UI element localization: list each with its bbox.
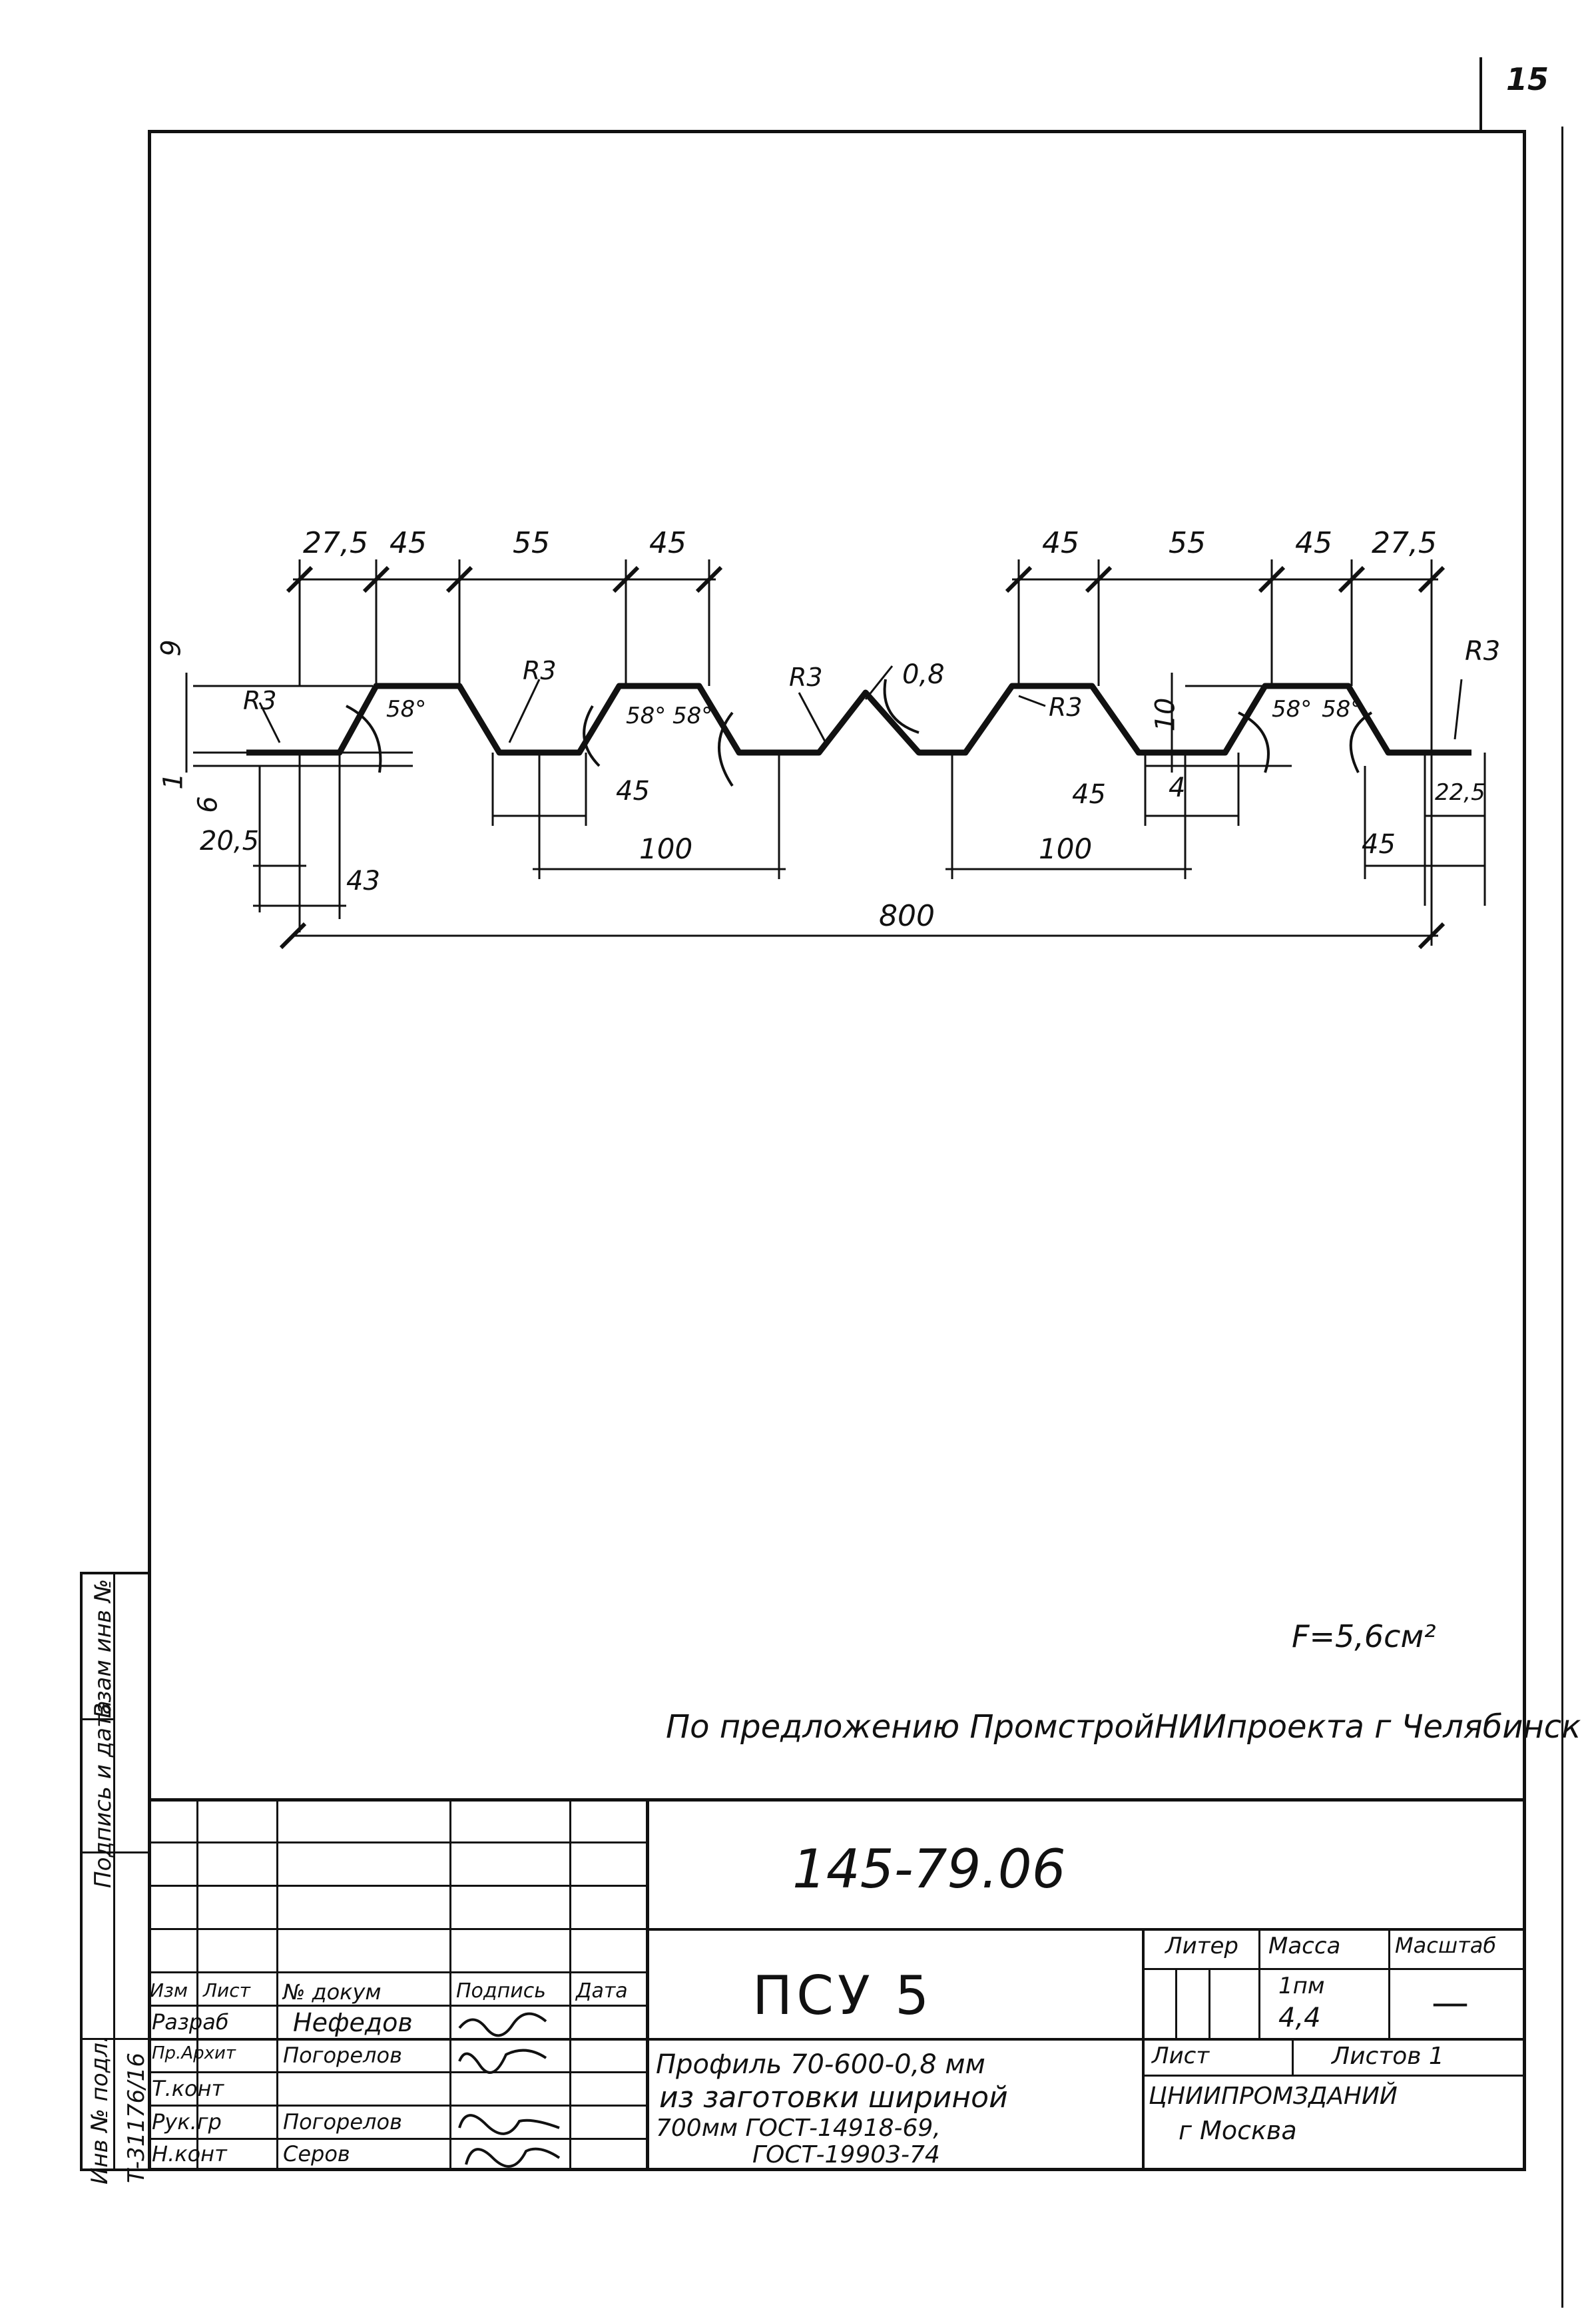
dim-left-edge: 20,5 <box>200 826 260 856</box>
angle-label-4: 58° <box>1272 696 1312 723</box>
dim-top-right-4: 27,5 <box>1372 526 1437 560</box>
dim-top-left-4: 45 <box>649 526 686 560</box>
dim-right-45b: 45 <box>1362 829 1396 860</box>
description-line-1: Профиль 70-600-0,8 мм <box>656 2049 985 2080</box>
title-block <box>148 1798 1526 2171</box>
profile-outline <box>246 683 1471 756</box>
role-4: Рук.гр <box>152 2109 222 2135</box>
role-5: Н.конт <box>152 2141 227 2166</box>
drawing-frame <box>148 130 1526 2171</box>
angle-label-3: 58° <box>672 703 713 729</box>
radius-label-4: R3 <box>1049 693 1083 722</box>
dim-top-left-3: 55 <box>513 526 550 560</box>
mass-value: 4,4 <box>1278 2003 1321 2033</box>
dim-top-right-2: 55 <box>1169 526 1206 560</box>
dim-left-small: 43 <box>346 866 380 896</box>
name-5: Серов <box>283 2141 350 2166</box>
radius-label-1: R3 <box>243 686 277 715</box>
header-liter: Литер <box>1165 1933 1238 1959</box>
role-1: Разраб <box>152 2009 229 2035</box>
sheet-number: 15 <box>1506 61 1549 97</box>
name-1: Нефедов <box>293 2008 413 2037</box>
header-scale: Масштаб <box>1395 1933 1497 1958</box>
header-mass: Масса <box>1268 1933 1341 1959</box>
role-2: Пр.Архит <box>152 2043 236 2063</box>
drawing-note: По предложению ПромстройНИИпроекта г Чел… <box>666 1708 1581 1746</box>
radius-label-2: R3 <box>523 656 557 685</box>
radius-label-5: R3 <box>1465 636 1501 667</box>
role-3: Т.конт <box>152 2076 224 2101</box>
header-doc-no: № докум <box>283 1979 382 2005</box>
header-list: Лист <box>203 1979 250 2001</box>
angle-label-1: 58° <box>386 696 427 723</box>
angle-label-2: 58° <box>626 703 666 729</box>
product-name: ПСУ 5 <box>752 1965 933 2027</box>
description-line-2: из заготовки шириной <box>659 2081 1008 2115</box>
height-label-4: 4 <box>1169 773 1186 803</box>
dim-left-100: 100 <box>639 832 693 865</box>
city: г Москва <box>1179 2116 1297 2145</box>
header-sheet: Лист <box>1152 2043 1210 2069</box>
dim-right-100: 100 <box>1039 832 1093 865</box>
doc-number: 145-79.06 <box>792 1838 1066 1900</box>
dim-top-right-1: 45 <box>1042 526 1079 560</box>
area-label: F=5,6см² <box>1292 1618 1436 1654</box>
dim-left-45: 45 <box>616 776 650 807</box>
name-4: Погорелов <box>283 2109 402 2135</box>
dim-right-45: 45 <box>1072 779 1106 810</box>
dim-overall: 800 <box>879 899 935 933</box>
description-line-4: ГОСТ-19903-74 <box>752 2141 940 2168</box>
thickness-label: 0,8 <box>902 659 945 690</box>
angle-label-5: 58° <box>1322 696 1362 723</box>
dim-right-small: 22,5 <box>1435 779 1485 806</box>
description-line-3: 700мм ГОСТ-14918-69, <box>656 2115 941 2142</box>
organization: ЦНИИПРОМЗДАНИЙ <box>1149 2083 1398 2110</box>
header-sign: Подпись <box>456 1979 546 2003</box>
dim-top-left-2: 45 <box>390 526 427 560</box>
name-2: Погорелов <box>283 2043 402 2068</box>
dim-top-left-1: 27,5 <box>303 526 368 560</box>
scale-value: — <box>1432 1981 1469 2025</box>
header-date: Дата <box>576 1979 628 2003</box>
radius-label-3: R3 <box>789 663 823 692</box>
dim-top-right-3: 45 <box>1295 526 1332 560</box>
mass-unit: 1пм <box>1278 1973 1325 1999</box>
header-izm: Изм <box>150 1979 188 2001</box>
header-sheets: Листов 1 <box>1332 2043 1444 2070</box>
